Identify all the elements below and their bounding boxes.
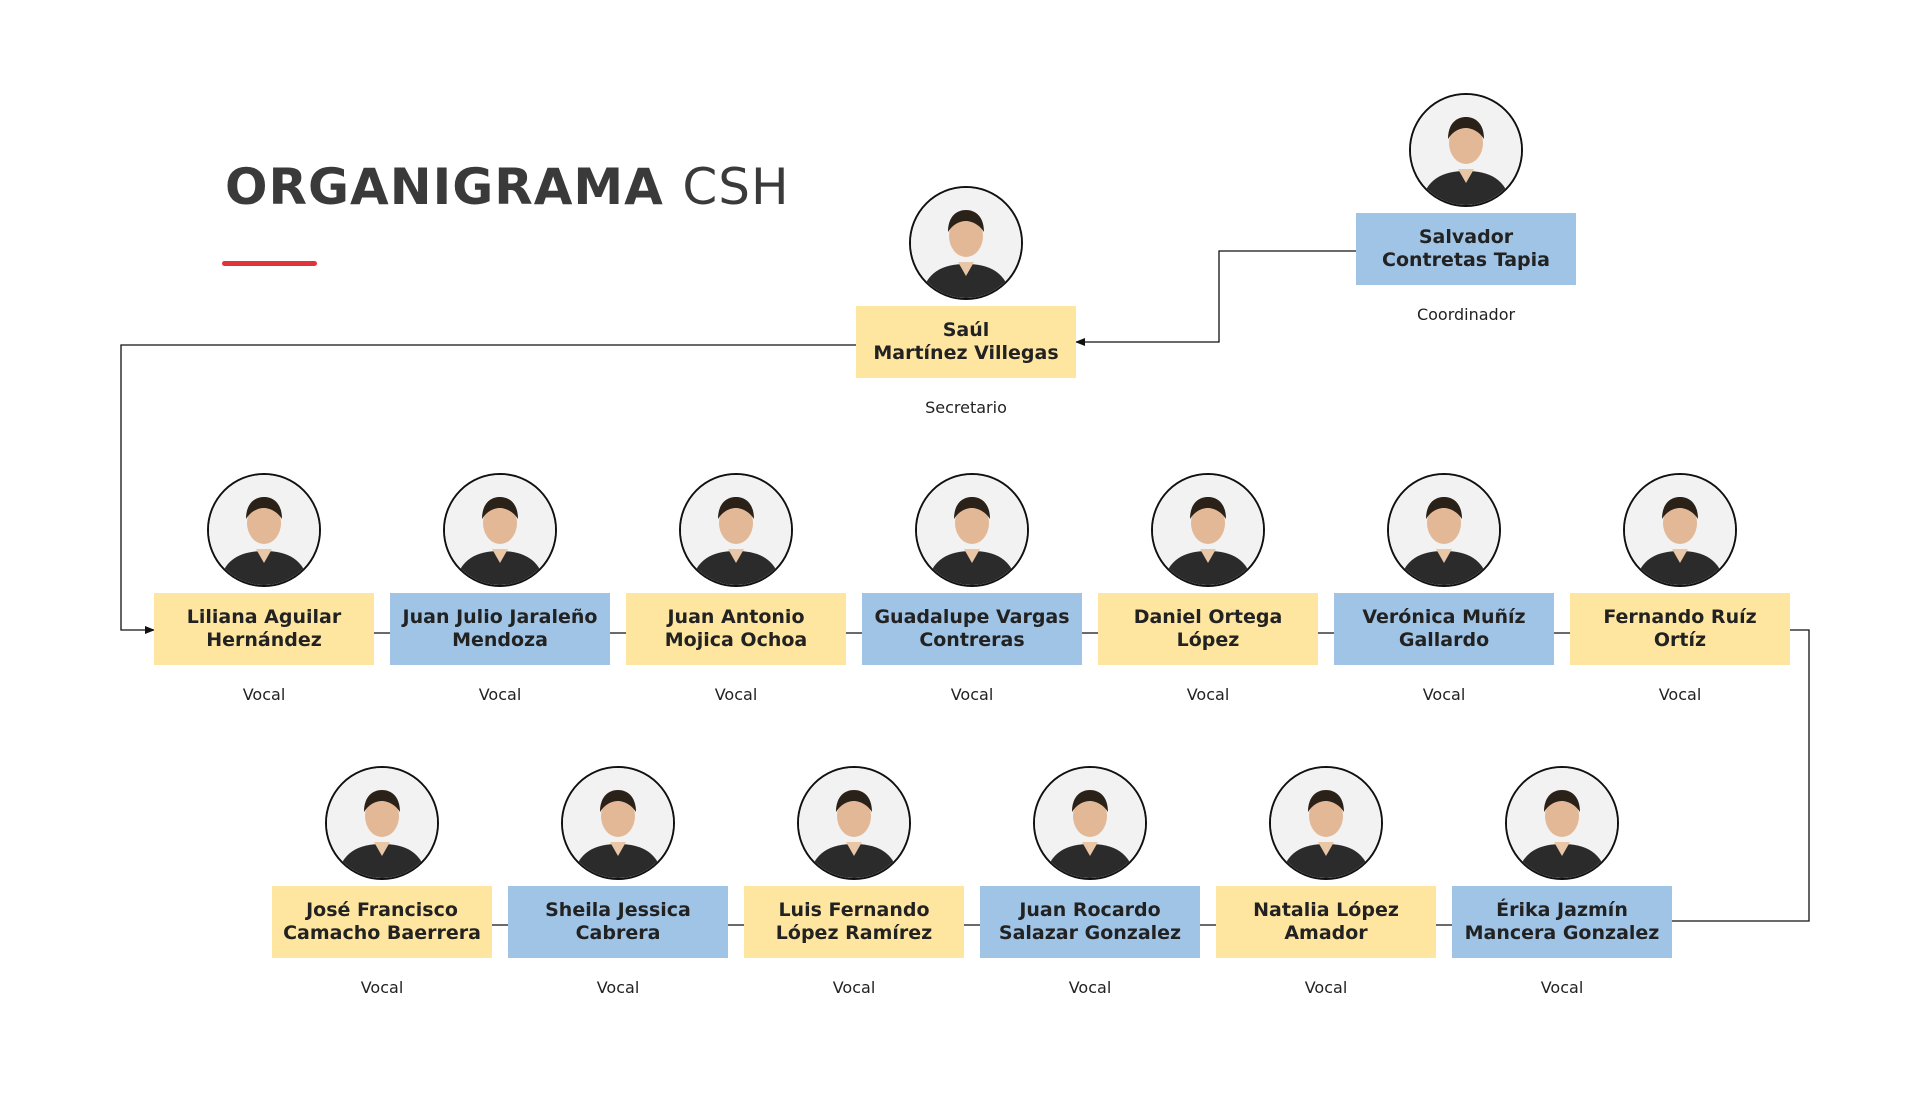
role-label: Vocal — [1304, 978, 1348, 997]
name-line-1: Luis Fernando — [778, 899, 930, 921]
role-label: Vocal — [478, 685, 522, 704]
person-photo-icon — [325, 766, 439, 880]
role-label: Vocal — [242, 685, 286, 704]
person-photo-icon — [1387, 473, 1501, 587]
name-box: Érika Jazmín Mancera Gonzalez — [1452, 886, 1672, 958]
name-line-2: Hernández — [206, 629, 322, 651]
role-label: Vocal — [360, 978, 404, 997]
name-line-1: Liliana Aguilar — [186, 606, 342, 628]
role-label: Secretario — [925, 398, 1007, 417]
role-label: Vocal — [1186, 685, 1230, 704]
role-label: Vocal — [596, 978, 640, 997]
name-box: Guadalupe Vargas Contreras — [862, 593, 1082, 665]
node-secretary: Saúl Martínez Villegas Secretario — [856, 186, 1076, 526]
name-line-1: José Francisco — [306, 899, 458, 921]
person-photo-icon — [909, 186, 1023, 300]
name-box: Juan Antonio Mojica Ochoa — [626, 593, 846, 665]
person-photo-icon — [1269, 766, 1383, 880]
node-row2-3: Luis Fernando López Ramírez Vocal — [744, 766, 964, 1106]
name-line-1: Verónica Muñíz — [1362, 606, 1526, 628]
name-box: Saúl Martínez Villegas — [856, 306, 1076, 378]
person-photo-icon — [1151, 473, 1265, 587]
name-box: Luis Fernando López Ramírez — [744, 886, 964, 958]
node-row2-2: Sheila Jessica Cabrera Vocal — [508, 766, 728, 1106]
node-row2-6: Érika Jazmín Mancera Gonzalez Vocal — [1452, 766, 1672, 1106]
name-box: Natalia López Amador — [1216, 886, 1436, 958]
name-line-2: Amador — [1284, 922, 1368, 944]
person-photo-icon — [443, 473, 557, 587]
name-box: Juan Julio Jaraleño Mendoza — [390, 593, 610, 665]
node-row1-7: Fernando Ruíz Ortíz Vocal — [1570, 473, 1790, 813]
name-line-2: Mojica Ochoa — [664, 629, 808, 651]
name-line-2: Camacho Baerrera — [283, 922, 481, 944]
role-label: Vocal — [1068, 978, 1112, 997]
title-bold: ORGANIGRAMA — [225, 158, 664, 216]
node-row2-4: Juan Rocardo Salazar Gonzalez Vocal — [980, 766, 1200, 1106]
node-row1-5: Daniel Ortega López Vocal — [1098, 473, 1318, 813]
person-photo-icon — [1505, 766, 1619, 880]
name-line-2: López — [1176, 629, 1240, 651]
person-photo-icon — [1623, 473, 1737, 587]
name-line-1: Sheila Jessica — [545, 899, 691, 921]
role-label: Vocal — [1422, 685, 1466, 704]
role-label: Vocal — [832, 978, 876, 997]
page-title: ORGANIGRAMA CSH — [225, 158, 790, 216]
name-line-2: Mendoza — [452, 629, 548, 651]
name-line-2: López Ramírez — [775, 922, 933, 944]
name-box: Sheila Jessica Cabrera — [508, 886, 728, 958]
person-photo-icon — [561, 766, 675, 880]
name-line-2: Martínez Villegas — [873, 342, 1059, 364]
node-row1-4: Guadalupe Vargas Contreras Vocal — [862, 473, 1082, 813]
name-line-1: Saúl — [942, 319, 990, 341]
name-box: Salvador Contretas Tapia — [1356, 213, 1576, 285]
name-line-2: Cabrera — [575, 922, 661, 944]
person-photo-icon — [207, 473, 321, 587]
name-line-2: Mancera Gonzalez — [1464, 922, 1660, 944]
row1-to-row2-connector — [1660, 629, 1810, 925]
name-box: Liliana Aguilar Hernández — [154, 593, 374, 665]
name-line-1: Natalia López — [1253, 899, 1399, 921]
name-line-2: Gallardo — [1398, 629, 1490, 651]
name-line-1: Salvador — [1418, 226, 1514, 248]
name-line-1: Guadalupe Vargas — [874, 606, 1070, 628]
person-photo-icon — [797, 766, 911, 880]
coordinator-to-secretary-connector — [1075, 250, 1356, 346]
name-box: Daniel Ortega López — [1098, 593, 1318, 665]
person-photo-icon — [679, 473, 793, 587]
node-row2-1: José Francisco Camacho Baerrera Vocal — [272, 766, 492, 1106]
name-line-2: Salazar Gonzalez — [998, 922, 1182, 944]
role-label: Vocal — [714, 685, 758, 704]
role-label: Vocal — [1658, 685, 1702, 704]
name-line-1: Juan Julio Jaraleño — [402, 606, 598, 628]
name-line-1: Fernando Ruíz — [1603, 606, 1757, 628]
name-line-1: Daniel Ortega — [1133, 606, 1283, 628]
title-accent-bar — [222, 261, 317, 266]
name-box: Juan Rocardo Salazar Gonzalez — [980, 886, 1200, 958]
name-box: José Francisco Camacho Baerrera — [272, 886, 492, 958]
secretary-to-row1-connector — [120, 344, 856, 634]
person-photo-icon — [1033, 766, 1147, 880]
node-row2-5: Natalia López Amador Vocal — [1216, 766, 1436, 1106]
name-line-1: Juan Rocardo — [1019, 899, 1161, 921]
name-line-2: Contretas Tapia — [1382, 249, 1550, 271]
role-label: Coordinador — [1416, 305, 1516, 324]
node-row1-2: Juan Julio Jaraleño Mendoza Vocal — [390, 473, 610, 813]
name-line-1: Érika Jazmín — [1496, 899, 1628, 921]
name-box: Verónica Muñíz Gallardo — [1334, 593, 1554, 665]
title-light: CSH — [682, 158, 790, 216]
node-row1-3: Juan Antonio Mojica Ochoa Vocal — [626, 473, 846, 813]
node-coordinator: Salvador Contretas Tapia Coordinador — [1356, 93, 1576, 433]
name-line-2: Ortíz — [1653, 629, 1707, 651]
person-photo-icon — [915, 473, 1029, 587]
name-box: Fernando Ruíz Ortíz — [1570, 593, 1790, 665]
node-row1-6: Verónica Muñíz Gallardo Vocal — [1334, 473, 1554, 813]
name-line-1: Juan Antonio — [667, 606, 805, 628]
node-row1-1: Liliana Aguilar Hernández Vocal — [154, 473, 374, 813]
person-photo-icon — [1409, 93, 1523, 207]
role-label: Vocal — [1540, 978, 1584, 997]
name-line-2: Contreras — [919, 629, 1025, 651]
role-label: Vocal — [950, 685, 994, 704]
